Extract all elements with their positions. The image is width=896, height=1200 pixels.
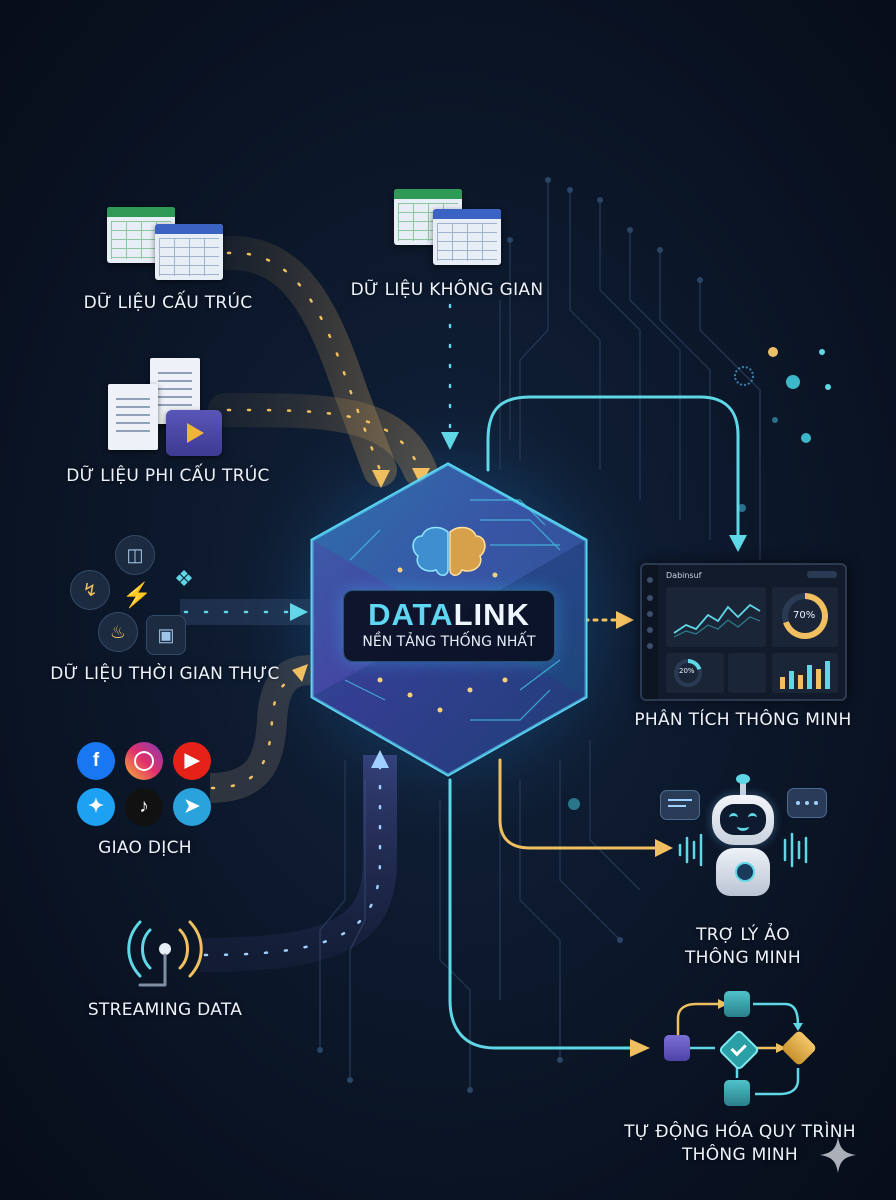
dashboard-button [807, 571, 837, 578]
label-transactions: GIAO DỊCH [98, 838, 192, 858]
core-name: DATALINK [368, 597, 530, 632]
label-automation-line2: THÔNG MINH [681, 1145, 799, 1165]
database-icon: ◫ [115, 535, 155, 575]
label-unstructured-data: DỮ LIỆU PHI CẤU TRÚC [66, 466, 270, 486]
circuit-traces [319, 180, 761, 1090]
sparkle-icon [820, 1137, 856, 1173]
label-realtime-data: DỮ LIỆU THỜI GIAN THỰC [50, 664, 280, 684]
label-structured-data: DỮ LIỆU CẤU TRÚC [83, 293, 253, 313]
brain-icon [412, 526, 486, 576]
thermometer-icon: ♨ [98, 612, 138, 652]
power-icon: ↯ [70, 570, 110, 610]
tiktok-icon: ♪ [125, 788, 163, 826]
workflow-step-icon [724, 1080, 750, 1106]
label-streaming-data: STREAMING DATA [87, 1000, 243, 1020]
dashboard-title: Dabinsuf [666, 571, 702, 580]
twitter-icon: ✦ [77, 788, 115, 826]
bolt-icon: ⚡ [122, 582, 152, 609]
circuit-nodes [317, 177, 703, 1093]
telegram-icon: ➤ [173, 788, 211, 826]
flow-to-automation [448, 778, 637, 1050]
core-subtitle: NỀN TẢNG THỐNG NHẤT [362, 634, 536, 650]
instagram-icon: ◯ [125, 742, 163, 780]
line-chart-panel [666, 587, 766, 647]
label-analytics: PHÂN TÍCH THÔNG MINH [634, 710, 852, 730]
donut-percent: 70% [793, 610, 816, 621]
flow-transactions [210, 673, 302, 790]
youtube-icon: ▶ [173, 742, 211, 780]
antenna-icon: ❖ [174, 566, 194, 591]
label-assistant-line1: TRỢ LÝ ẢO [696, 925, 790, 945]
stats-panel [728, 653, 766, 693]
chip-icon: ▣ [146, 615, 186, 655]
bar-chart-panel [772, 653, 838, 693]
facebook-icon: f [77, 742, 115, 780]
workflow-step-icon [664, 1035, 690, 1061]
mini-donut-panel: 20% [666, 653, 724, 693]
chat-bubble-icon [660, 790, 700, 820]
typing-bubble-icon [787, 788, 827, 818]
voice-waves-icon [678, 832, 808, 868]
analytics-dashboard: Dabinsuf 70% 20% [640, 563, 847, 701]
broadcast-icon [127, 920, 203, 987]
label-spatial-data: DỮ LIỆU KHÔNG GIAN [350, 280, 544, 300]
flow-structured [226, 251, 382, 472]
flow-to-assistant [498, 758, 662, 850]
label-automation-line1: TỰ ĐỘNG HÓA QUY TRÌNH [624, 1122, 856, 1142]
flow-to-analytics-top [486, 395, 740, 537]
datalink-core-label: DATALINK NỀN TẢNG THỐNG NHẤT [343, 590, 555, 662]
label-assistant-line2: THÔNG MINH [684, 948, 802, 968]
workflow-step-icon [724, 991, 750, 1017]
donut-panel: 70% [772, 587, 838, 647]
video-icon [166, 410, 222, 456]
mini-donut-percent: 20% [679, 667, 695, 675]
